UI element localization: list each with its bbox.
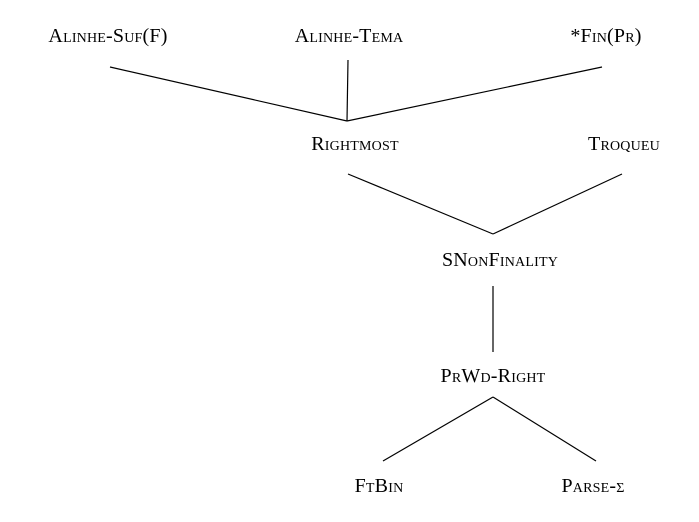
node-troqueu: Troqueu xyxy=(588,133,660,155)
edge-alinhe_suf-to-rightmost xyxy=(109,66,348,122)
edge-alinhe_tema-to-rightmost xyxy=(346,59,349,122)
edge-rightmost-to-snonfinality xyxy=(347,173,494,235)
node-prwd-right: PrWd-Right xyxy=(440,365,546,387)
node-ftbin: FtBin xyxy=(354,475,404,497)
edge-fin_pr-to-rightmost xyxy=(346,66,603,122)
node-alinhe-suf: Alinhe-Suf(F) xyxy=(48,25,168,47)
node-snonfinality: SNonFinality xyxy=(441,249,559,271)
edge-prwd_right-to-ftbin xyxy=(382,396,494,462)
edge-troqueu-to-snonfinality xyxy=(492,173,623,235)
edge-prwd_right-to-parse_sigma xyxy=(492,396,597,462)
node-fin-pr: *Fin(Pr) xyxy=(570,25,642,47)
node-rightmost: Rightmost xyxy=(311,133,399,155)
node-parse-sigma: Parse-σ xyxy=(561,475,625,497)
node-alinhe-tema: Alinhe-Tema xyxy=(294,25,404,47)
